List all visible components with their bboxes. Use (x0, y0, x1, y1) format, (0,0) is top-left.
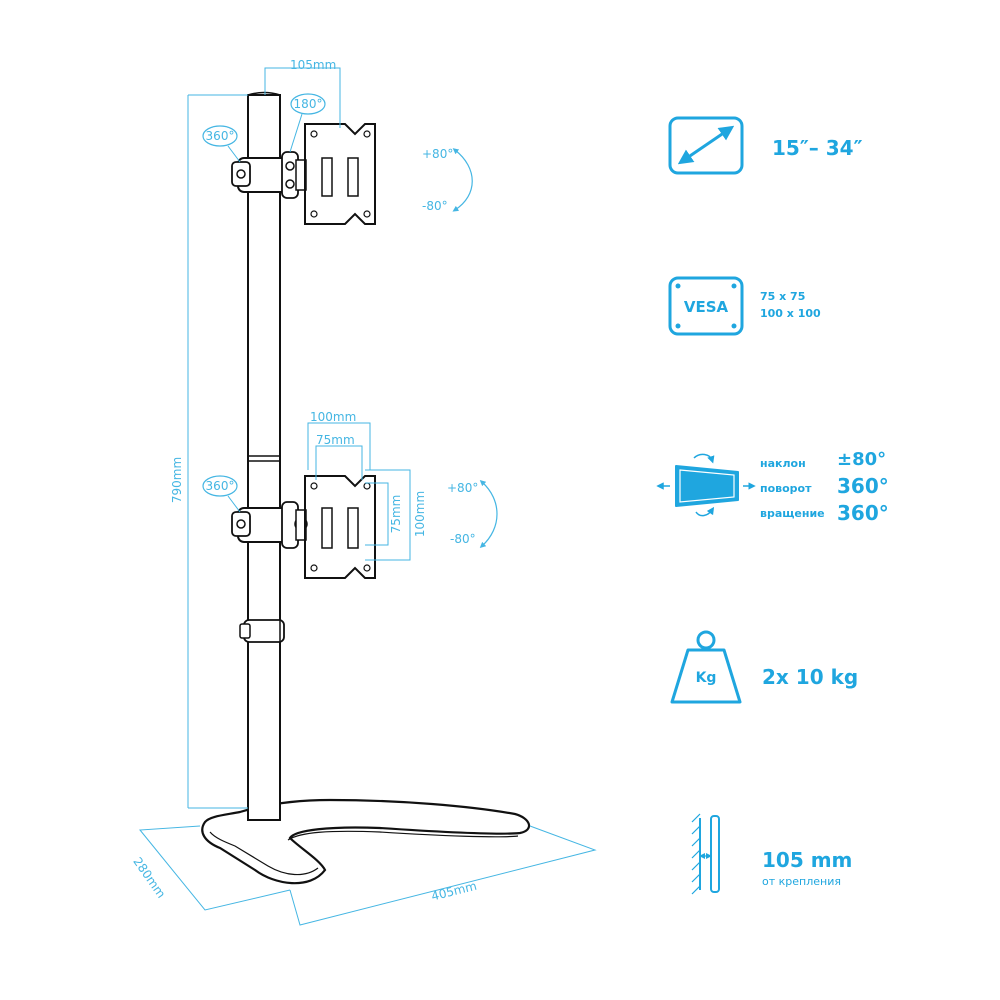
upper-arm (231, 151, 307, 199)
stand-pole (247, 94, 281, 821)
dim-base-depth: 280mm (130, 855, 168, 901)
dim-height: 790mm (170, 457, 184, 503)
wall-distance-icon (691, 813, 720, 895)
label-top-tilt-down: -80° (422, 199, 448, 213)
spec-load: Kg 2x 10 kg (670, 630, 858, 704)
motion-label-swivel: поворот (760, 482, 812, 495)
dim-vesa-75-side: 75mm (389, 495, 403, 534)
diagonal-arrow-icon (668, 116, 744, 175)
spec-panel: 15″– 34″ VESA 75 x 75 100 x 100 (656, 116, 889, 895)
stand-illustration (201, 91, 531, 885)
cable-clip (239, 619, 285, 643)
dim-vesa-100: 100mm (310, 410, 356, 424)
dim-base-width: 405mm (430, 879, 478, 904)
spec-distance: 105 mm от крепления (691, 813, 852, 895)
weight-icon: Kg (670, 630, 742, 704)
dim-top-offset: 105mm (290, 58, 336, 72)
label-top-tilt-up: +80° (422, 147, 453, 161)
motion-value-tilt: ±80° (837, 449, 886, 470)
vesa-line-1: 75 x 75 (760, 290, 805, 303)
dim-vesa-75: 75mm (316, 433, 355, 447)
lower-arm (231, 501, 308, 549)
distance-value: 105 mm (762, 848, 852, 872)
vesa-badge: VESA (684, 298, 729, 316)
stand-base (201, 798, 531, 885)
vesa-icon: VESA (668, 276, 744, 336)
motion-value-swivel: 360° (837, 474, 889, 498)
label-top-swivel: 360° (206, 129, 235, 143)
label-lower-swivel: 360° (206, 479, 235, 493)
tilt-rotate-icon (656, 453, 756, 517)
label-lower-tilt-up: +80° (447, 481, 478, 495)
upper-vesa-plate (304, 123, 376, 225)
distance-note: от крепления (762, 875, 841, 888)
motion-value-rotation: 360° (837, 501, 889, 525)
load-value: 2x 10 kg (762, 665, 858, 689)
motion-label-tilt: наклон (760, 457, 806, 470)
rotation-indicators: 360° 180° +80° -80° 360° +80° -80° (202, 93, 498, 549)
dim-vesa-100-side: 100mm (413, 491, 427, 537)
label-top-rotate: 180° (294, 97, 323, 111)
motion-label-rotation: вращение (760, 507, 825, 520)
weight-badge: Kg (696, 670, 717, 686)
label-lower-tilt-down: -80° (450, 532, 476, 546)
vesa-line-2: 100 x 100 (760, 307, 821, 320)
lower-vesa-plate (304, 475, 376, 579)
dimension-lines: 105mm 790mm 280mm 405mm 100mm 75mm 75mm … (130, 58, 597, 926)
spec-screen-size: 15″– 34″ (668, 116, 863, 175)
screen-size-value: 15″– 34″ (772, 136, 863, 160)
spec-vesa: VESA 75 x 75 100 x 100 (668, 276, 821, 336)
spec-motion: наклон ±80° поворот 360° вращение 360° (656, 449, 889, 525)
